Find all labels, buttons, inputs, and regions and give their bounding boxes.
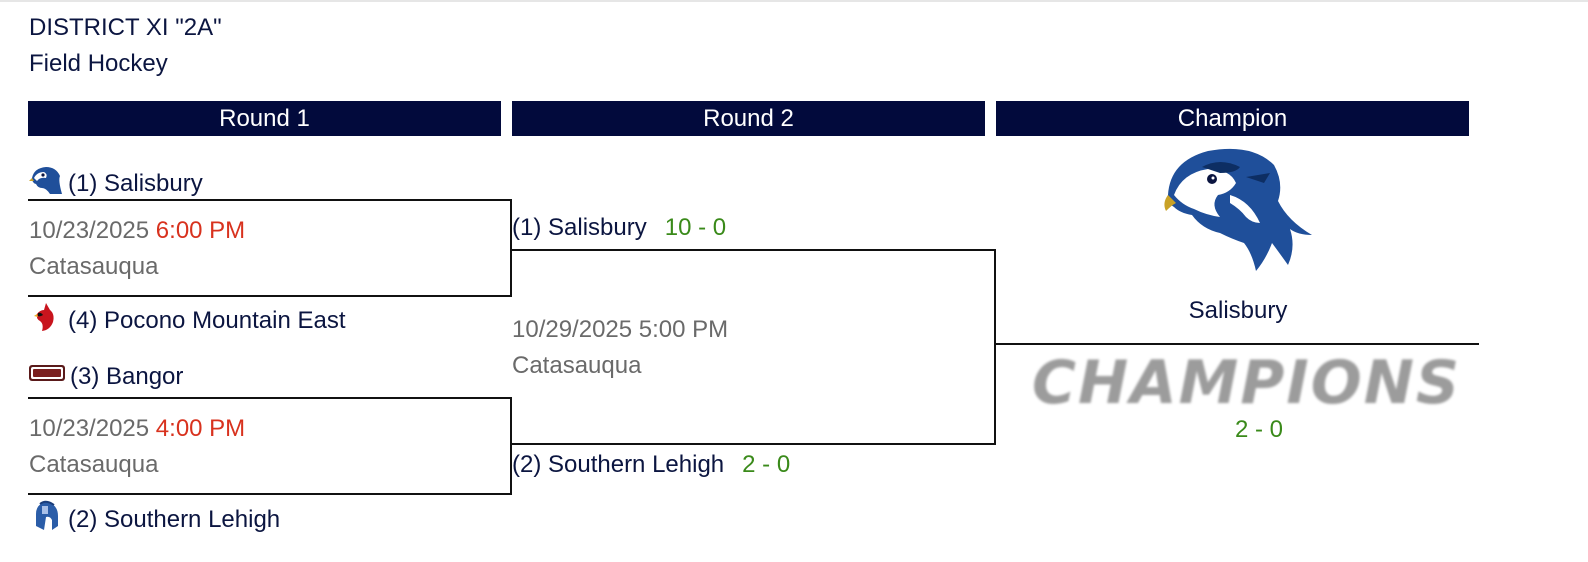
round1-match1-team-bottom[interactable]: (4) Pocono Mountain East [28,302,346,339]
round1-match2-datetime: 10/23/2025 4:00 PM [29,415,245,443]
champion-logo [1160,143,1316,275]
team-name: (2) Southern Lehigh [68,505,281,533]
bracket-line [512,443,996,445]
champion-name: Salisbury [1188,297,1288,324]
champion-score: 2 - 0 [1234,416,1284,443]
cardinal-icon [34,302,56,339]
column-header-round1: Round 1 [28,101,501,136]
round1-match2-venue: Catasauqua [29,451,159,478]
slaters-icon [28,362,66,391]
spartan-icon [32,500,60,539]
round2-team-top[interactable]: (1) Salisbury 10 - 0 [512,214,726,242]
bracket-line [996,343,1479,345]
round1-match2-team-top[interactable]: (3) Bangor [28,362,183,391]
team-name: (1) Salisbury [512,214,647,241]
bracket-line [994,249,996,445]
bracket-line [510,199,512,297]
team-name: (3) Bangor [70,362,184,390]
round1-match2-team-bottom[interactable]: (2) Southern Lehigh [28,500,280,539]
bracket-line [28,397,512,399]
round1-match1-team-top[interactable]: (1) Salisbury [28,164,203,203]
score: 10 - 0 [664,214,727,241]
game-time: 6:00 PM [155,217,246,244]
round2-team-bottom[interactable]: (2) Southern Lehigh 2 - 0 [512,451,790,479]
round2-datetime: 10/29/2025 5:00 PM [512,316,729,343]
round1-match1-venue: Catasauqua [29,253,159,280]
column-header-champion: Champion [996,101,1469,136]
bracket-line [512,249,996,251]
sport-name: Field Hockey [29,50,168,77]
team-name: (4) Pocono Mountain East [68,306,346,334]
round2-venue: Catasauqua [512,352,642,379]
column-header-round2: Round 2 [512,101,985,136]
bracket-line [28,295,512,297]
falcon-icon [28,164,64,203]
bracket-line [510,397,512,495]
bracket-line [28,493,512,495]
game-time: 4:00 PM [155,415,246,442]
top-divider [0,0,1588,2]
round1-match1-datetime: 10/23/2025 6:00 PM [29,217,245,245]
game-date: 10/23/2025 [29,415,150,442]
champions-banner: CHAMPIONS [1032,348,1462,418]
falcon-icon [1164,148,1312,271]
bracket-title: DISTRICT XI "2A" [29,14,222,41]
score: 2 - 0 [742,451,791,478]
game-date: 10/23/2025 [29,217,150,244]
team-name: (1) Salisbury [68,169,203,197]
bracket-line [28,199,512,201]
team-name: (2) Southern Lehigh [512,451,725,478]
